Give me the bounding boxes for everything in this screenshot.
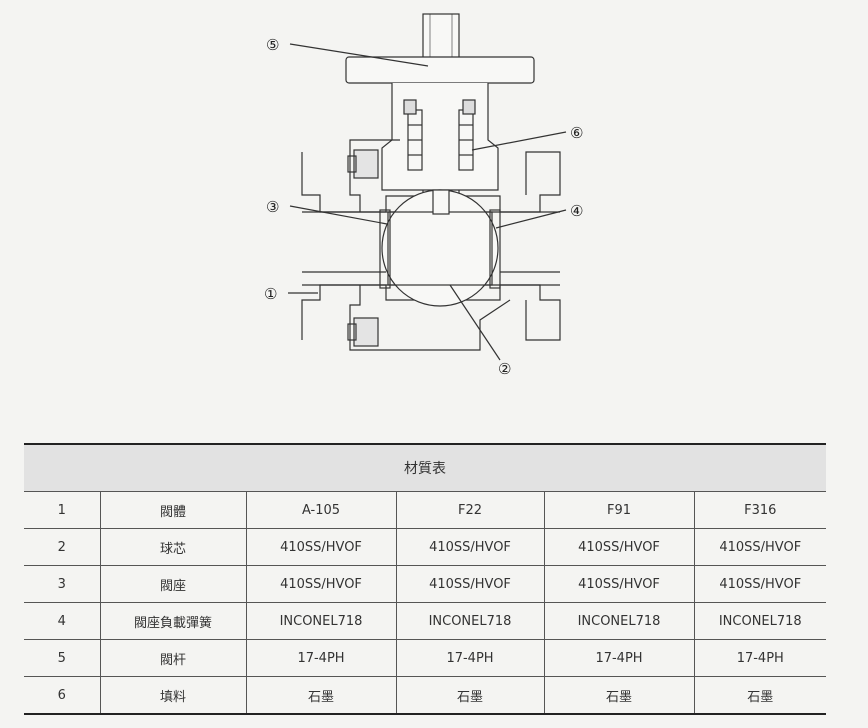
- table-cell: 3: [24, 565, 100, 603]
- ball-valve-cross-section: ⑤ ⑥ ③ ④ ① ②: [240, 0, 620, 400]
- leader-2: [449, 284, 501, 361]
- callout-1: ①: [264, 285, 277, 303]
- table-cell: INCONEL718: [395, 602, 544, 640]
- table-cell: 1: [24, 491, 100, 529]
- table-cell: 石墨: [395, 676, 544, 715]
- gland-flange: [345, 56, 535, 84]
- table-cell: 2: [24, 528, 100, 566]
- table-cell: 17-4PH: [395, 639, 544, 677]
- table-cell: INCONEL718: [693, 602, 827, 640]
- callout-4: ④: [570, 202, 583, 220]
- leader-5: [289, 43, 429, 67]
- bonnet-bolt: [403, 99, 417, 115]
- table-cell: 石墨: [245, 676, 396, 715]
- table-title: 材質表: [24, 443, 827, 492]
- leader-4: [495, 209, 567, 229]
- table-cell: A-105: [245, 491, 396, 529]
- table-cell: 410SS/HVOF: [395, 528, 544, 566]
- table-cell: 6: [24, 676, 100, 715]
- table-cell: 410SS/HVOF: [395, 565, 544, 603]
- table-cell: 410SS/HVOF: [245, 528, 396, 566]
- seat-left: [379, 209, 391, 289]
- table-cell: 410SS/HVOF: [693, 528, 827, 566]
- table-cell: INCONEL718: [245, 602, 396, 640]
- table-cell: 410SS/HVOF: [543, 565, 694, 603]
- table-cell: 17-4PH: [693, 639, 827, 677]
- table-cell: 閥體: [99, 491, 246, 529]
- table-cell: 4: [24, 602, 100, 640]
- table-cell: 石墨: [543, 676, 694, 715]
- callout-6: ⑥: [570, 124, 583, 142]
- table-cell: 填料: [99, 676, 246, 715]
- table-cell: 410SS/HVOF: [245, 565, 396, 603]
- leader-6: [471, 131, 567, 151]
- seat-right: [489, 209, 501, 289]
- bonnet: [381, 83, 499, 191]
- table-cell: F22: [395, 491, 544, 529]
- table-cell: 5: [24, 639, 100, 677]
- table-cell: INCONEL718: [543, 602, 694, 640]
- table-cell: F91: [543, 491, 694, 529]
- table-cell: 17-4PH: [543, 639, 694, 677]
- table-cell: 17-4PH: [245, 639, 396, 677]
- callout-3: ③: [266, 198, 279, 216]
- table-cell: F316: [693, 491, 827, 529]
- body-bolt-upper: [353, 149, 379, 179]
- callout-2: ②: [498, 360, 511, 378]
- table-cell: 閥座: [99, 565, 246, 603]
- table-cell: 球芯: [99, 528, 246, 566]
- table-cell: 石墨: [693, 676, 827, 715]
- table-cell: 閥座負載彈簧: [99, 602, 246, 640]
- table-cell: 閥杆: [99, 639, 246, 677]
- table-cell: 410SS/HVOF: [693, 565, 827, 603]
- leader-3: [289, 205, 388, 225]
- table-cell: 410SS/HVOF: [543, 528, 694, 566]
- valve-body: [301, 151, 561, 213]
- callout-5: ⑤: [266, 36, 279, 54]
- table-header: 材質表: [24, 443, 827, 492]
- body-bolt-lower: [353, 317, 379, 347]
